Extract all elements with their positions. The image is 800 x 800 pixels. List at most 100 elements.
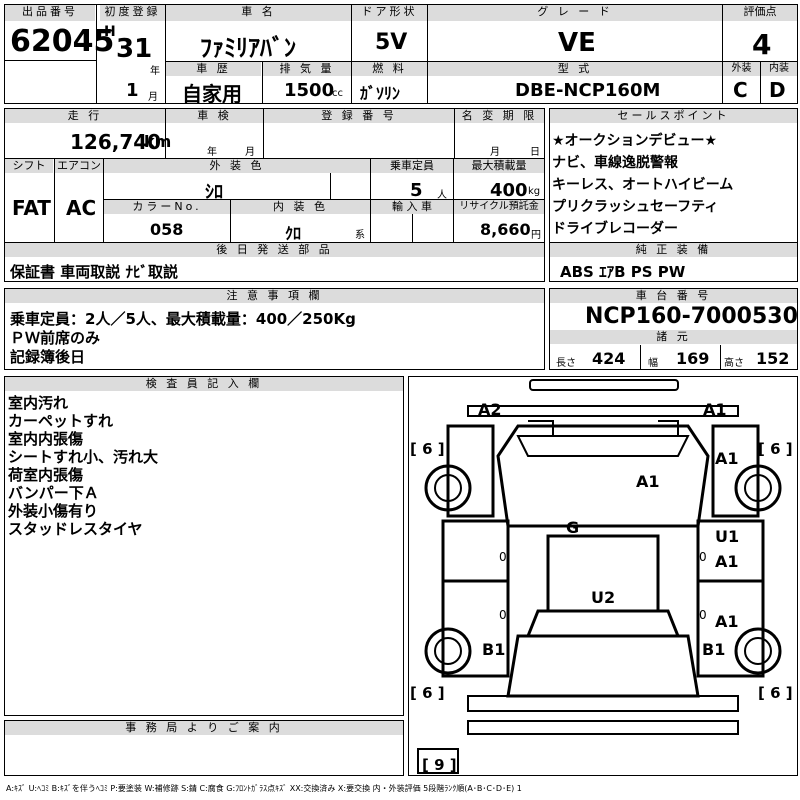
sales-item: キーレス、オートハイビーム [552, 177, 734, 193]
inspector-line: 荷室内張傷 [8, 466, 84, 484]
interior-color: ｸﾛ [285, 224, 302, 243]
inspector-line: カーペットすれ [8, 412, 114, 430]
zero-mark: 0 [699, 608, 707, 622]
vehicle-detail-box [4, 108, 545, 282]
fuel-label: 燃 料 [352, 62, 427, 76]
damage-mark: G [566, 518, 580, 537]
tire-depth: [ 6 ] [410, 440, 445, 458]
len-label: 長さ [556, 358, 576, 369]
equipment: ABS ｴｱB PS PW [560, 263, 686, 281]
inspector-line: 室内内張傷 [8, 430, 84, 448]
name-label: 車 名 [166, 5, 351, 21]
docs-label: 後 日 発 送 部 品 [5, 243, 544, 257]
notes-label: 注 意 事 項 欄 [5, 289, 544, 303]
grade: VE [558, 28, 596, 58]
displacement: 1500 [284, 80, 335, 101]
import-label: 輸 入 車 [371, 200, 453, 214]
inspector-line: バンパー下Ａ [8, 484, 99, 502]
zero-mark: 0 [499, 608, 507, 622]
car-name: ﾌｧﾐﾘｱﾊﾞﾝ [200, 34, 296, 62]
inspector-line: スタッドレスタイヤ [8, 520, 143, 538]
seats-label: 乗車定員 [371, 159, 453, 173]
recycle-label: リサイクル預託金 [454, 200, 544, 214]
inspector-line: 室内汚れ [8, 394, 69, 412]
month-unit: 月 [148, 92, 158, 103]
insp-year-unit: 年 [207, 147, 217, 158]
legend: A:ｷｽﾞ U:ﾍｺﾐ B:ｷｽﾞを伴うﾍｺﾐ P:要塗装 W:補修跡 S:錆 … [6, 784, 522, 793]
zero-mark: 0 [499, 550, 507, 564]
equip-label: 純 正 装 備 [550, 243, 797, 257]
damage-diagram-box [408, 376, 798, 776]
office-label: 事 務 局 よ り ご 案 内 [5, 721, 403, 735]
mileage-label: 走 行 [5, 109, 165, 123]
damage-mark: B1 [482, 640, 506, 659]
dims-label: 諸 元 [550, 330, 797, 344]
reg-month: 1 [126, 80, 139, 101]
sales-label: セールスポイント [550, 109, 797, 123]
ac-label: エアコン [55, 159, 103, 173]
model-label: 型 式 [428, 62, 722, 76]
height: 152 [756, 349, 790, 368]
notes-box [4, 288, 545, 370]
damage-mark: B1 [702, 640, 726, 659]
shift-label: シフト [5, 159, 53, 173]
damage-mark: U1 [715, 527, 740, 546]
intcolor-unit: 系 [355, 230, 365, 241]
docs: 保証書 車両取説 ﾅﾋﾞ取説 [10, 263, 178, 281]
inspector-box [4, 376, 404, 716]
score-label: 評価点 [723, 5, 797, 21]
fuel: ｶﾞｿﾘﾝ [360, 84, 401, 103]
era: H [104, 24, 116, 40]
color-label: 外 装 色 [104, 159, 370, 173]
zero-mark: 0 [699, 550, 707, 564]
note-line: ＰＷ前席のみ [10, 329, 101, 347]
insp-month-unit: 月 [245, 147, 255, 158]
damage-mark: A2 [478, 400, 502, 419]
history-label: 車 歴 [166, 62, 261, 76]
load-label: 最大積載量 [454, 159, 544, 173]
wid-label: 幅 [648, 358, 658, 369]
ext-label: 外装 [723, 62, 760, 76]
inspection-label: 車 検 [166, 109, 263, 123]
model-code: DBE-NCP160M [515, 80, 661, 101]
spare-tire-depth: [ 9 ] [422, 756, 457, 774]
inspector-line: シートすれ小、汚れ大 [8, 448, 159, 466]
sales-item: ナビ、車線逸脱警報 [552, 155, 678, 171]
office-box [4, 720, 404, 776]
sales-item: ドライブレコーダー [552, 221, 678, 237]
name-change-label: 名 変 期 限 [455, 109, 544, 123]
int-grade: D [769, 78, 786, 102]
tire-depth: [ 6 ] [410, 684, 445, 702]
damage-mark: U2 [591, 588, 616, 607]
doors-label: ドア形状 [352, 5, 427, 21]
inspector-line: 外装小傷有り [8, 502, 99, 520]
mileage-unit: km [144, 132, 172, 151]
sales-item: ★オークションデビュー★ [552, 133, 718, 149]
intcolor-label: 内 装 色 [231, 200, 370, 214]
width: 169 [676, 349, 710, 368]
header-box [4, 4, 798, 104]
damage-mark: A1 [636, 472, 660, 491]
colorno-label: カラーNo. [104, 200, 230, 214]
inspector-label: 検 査 員 記 入 欄 [5, 377, 403, 391]
hgt-label: 高さ [724, 358, 744, 369]
reg-year: 31 [116, 34, 153, 64]
int-label: 内装 [761, 62, 797, 76]
ext-grade: C [733, 78, 748, 102]
history: 自家用 [182, 82, 242, 106]
chassis-number: NCP160-7000530 [585, 304, 798, 329]
damage-mark: A1 [715, 449, 739, 468]
seats: 5 [410, 180, 423, 201]
car-diagram [417, 379, 782, 774]
note-line: 乗車定員：2人／5人、最大積載量：400／250Kg [10, 310, 356, 328]
mileage: 126,740 [70, 130, 162, 154]
load-unit: kg [528, 186, 541, 197]
nc-month-unit: 月 [490, 147, 500, 158]
length: 424 [592, 349, 626, 368]
chassis-label: 車 台 番 号 [550, 289, 797, 303]
grade-label: グ レ ー ド [428, 5, 722, 21]
regno-label: 登 録 番 号 [264, 109, 454, 123]
color-number: 058 [150, 220, 184, 239]
nc-day-unit: 日 [530, 147, 540, 158]
shift: FAT [12, 196, 51, 220]
